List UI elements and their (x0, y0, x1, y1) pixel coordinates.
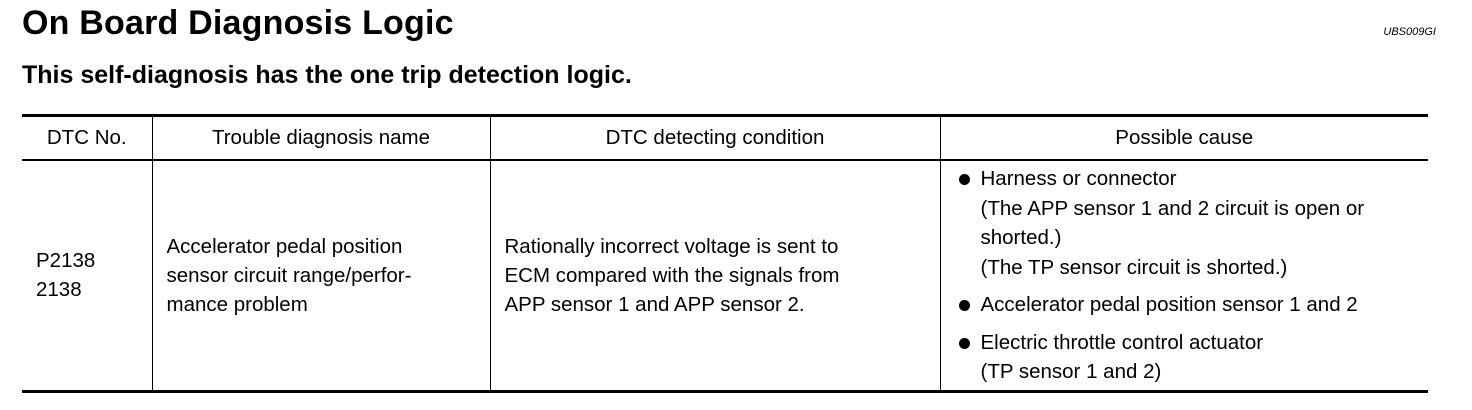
page-subtitle: This self-diagnosis has the one trip det… (22, 61, 632, 89)
table-row: P2138 2138 Accelerator pedal position se… (22, 159, 1428, 392)
detecting-condition-cell: Rationally incorrect voltage is sent to … (489, 159, 940, 392)
dtc-code: 2138 (36, 278, 82, 302)
condition-line: ECM compared with the signals from (504, 263, 840, 287)
page-title: On Board Diagnosis Logic (22, 4, 454, 42)
possible-cause-list: Harness or connector (The APP sensor 1 a… (955, 164, 1415, 387)
name-line: Accelerator pedal position (166, 234, 403, 258)
cause-line: Harness or connector (980, 167, 1177, 190)
header-dtc-no: DTC No. (46, 125, 127, 149)
cause-item-app-sensor: Accelerator pedal position sensor 1 and … (955, 290, 1415, 320)
cause-line: (TP sensor 1 and 2) (980, 360, 1162, 383)
bullet-dot-icon (958, 174, 970, 185)
name-line: mance problem (166, 292, 308, 316)
cause-line: shorted.) (980, 226, 1062, 249)
possible-cause-cell: Harness or connector (The APP sensor 1 a… (939, 159, 1428, 392)
cause-item-harness-or-connector: Harness or connector (The APP sensor 1 a… (955, 164, 1415, 282)
dtc-code: P2138 (36, 249, 96, 273)
dtc-number-cell: P2138 2138 (22, 160, 152, 392)
cause-item-throttle-actuator: Electric throttle control actuator (TP s… (955, 328, 1415, 387)
cause-line: Electric throttle control actuator (980, 330, 1264, 354)
table-header-row: DTC No. Trouble diagnosis name DTC detec… (22, 115, 1428, 160)
reference-code: UBS009GI (1383, 26, 1436, 38)
cause-line: (The TP sensor circuit is shorted.) (980, 255, 1288, 279)
bullet-dot-icon (958, 337, 970, 349)
name-line: sensor circuit range/perfor- (166, 263, 412, 287)
table-body: P2138 2138 Accelerator pedal position se… (22, 159, 1428, 392)
table-header: DTC No. Trouble diagnosis name DTC detec… (22, 115, 1428, 160)
header-dtc-detecting-condition: DTC detecting condition (489, 115, 940, 160)
header-possible-cause: Possible cause (939, 115, 1428, 160)
cause-line: (The APP sensor 1 and 2 circuit is open … (980, 196, 1365, 220)
condition-line: Rationally incorrect voltage is sent to (504, 234, 839, 258)
cause-line: Accelerator pedal position sensor 1 and … (980, 293, 1358, 316)
bullet-dot-icon (958, 300, 970, 311)
dtc-table: DTC No. Trouble diagnosis name DTC detec… (22, 114, 1428, 393)
header-trouble-diagnosis-name: Trouble diagnosis name (151, 115, 490, 160)
condition-line: APP sensor 1 and APP sensor 2. (504, 292, 805, 316)
trouble-diagnosis-name-cell: Accelerator pedal position sensor circui… (151, 159, 490, 392)
